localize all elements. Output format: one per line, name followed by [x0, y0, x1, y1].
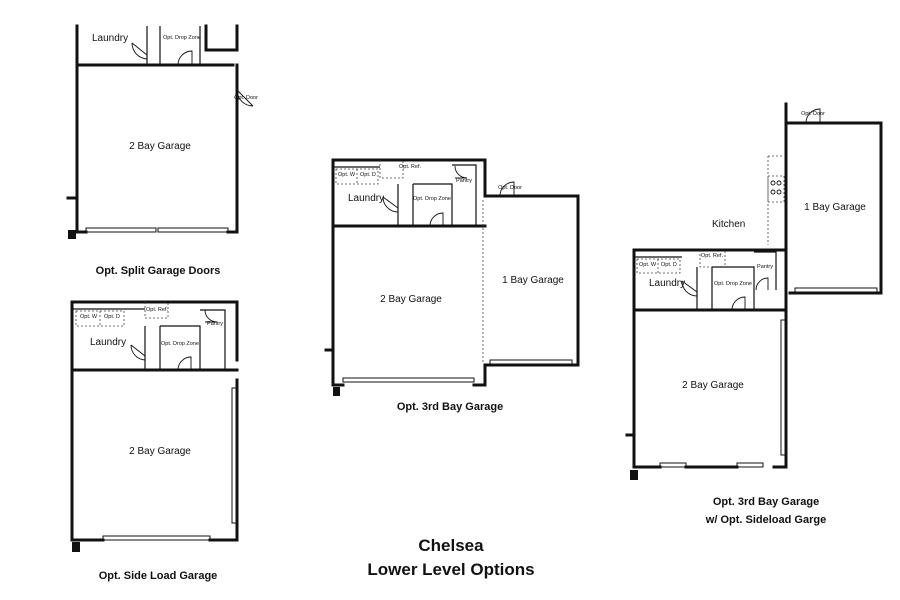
- bay3-drop-zone-label: Opt. Drop Zone: [413, 196, 451, 202]
- sideload-caption: Opt. Side Load Garage: [99, 570, 218, 582]
- bay3s-pantry-label: Pantry: [757, 264, 773, 270]
- split-garage-label: 2 Bay Garage: [129, 141, 191, 152]
- sideload-dryer-label: Opt. D: [104, 314, 120, 320]
- bay3s-drop-zone-label: Opt. Drop Zone: [714, 281, 752, 287]
- split-caption: Opt. Split Garage Doors: [96, 265, 221, 277]
- plan-split-garage-doors: Laundry Opt. Drop Zone Opt. Door 2 Bay G…: [66, 24, 258, 277]
- bay3-pantry-label: Pantry: [456, 178, 472, 184]
- split-laundry-label: Laundry: [92, 33, 128, 44]
- sideload-drop-zone-label: Opt. Drop Zone: [161, 341, 199, 347]
- sideload-washer-label: Opt. W: [80, 314, 98, 320]
- bay3s-washer-label: Opt. W: [639, 262, 657, 268]
- sideload-ref-label: Opt. Ref.: [146, 307, 168, 313]
- bay3-ref-label: Opt. Ref.: [399, 164, 421, 170]
- split-door-label: Opt. Door: [234, 95, 258, 101]
- bay3s-1bay-label: 1 Bay Garage: [804, 202, 866, 213]
- bay3-door-label: Opt. Door: [498, 185, 522, 191]
- sideload-pantry-label: Pantry: [207, 321, 223, 327]
- plan-side-load-garage: Opt. W Opt. D Opt. Ref. Laundry Opt. Dro…: [70, 300, 239, 582]
- bay3s-kitchen-label: Kitchen: [712, 219, 745, 230]
- bay3s-ref-label: Opt. Ref.: [701, 253, 723, 259]
- bay3s-laundry-label: Laundry: [649, 278, 685, 289]
- bay3s-caption-1: Opt. 3rd Bay Garage: [713, 496, 819, 508]
- bay3-washer-label: Opt. W: [338, 172, 356, 178]
- bay3-laundry-label: Laundry: [348, 193, 384, 204]
- bay3s-dryer-label: Opt. D: [661, 262, 677, 268]
- bay3-caption: Opt. 3rd Bay Garage: [397, 401, 503, 413]
- sideload-laundry-label: Laundry: [90, 337, 126, 348]
- bay3s-door-label: Opt. Door: [801, 111, 825, 117]
- plan-third-bay-garage: Opt. W Opt. D Opt. Ref. Laundry Opt. Dro…: [324, 158, 580, 413]
- bay3s-caption-2: w/ Opt. Sideload Garge: [705, 514, 826, 526]
- sideload-garage-label: 2 Bay Garage: [129, 446, 191, 457]
- bay3-2bay-label: 2 Bay Garage: [380, 294, 442, 305]
- bay3-dryer-label: Opt. D: [360, 172, 376, 178]
- sheet-subtitle: Lower Level Options: [367, 560, 534, 579]
- bay3s-2bay-label: 2 Bay Garage: [682, 380, 744, 391]
- sheet-title: Chelsea: [418, 536, 484, 555]
- plan-third-bay-sideload: Opt. W Opt. D Opt. Ref. Laundry Opt. Dro…: [625, 102, 883, 526]
- split-drop-zone-label: Opt. Drop Zone: [163, 35, 201, 41]
- bay3-1bay-label: 1 Bay Garage: [502, 275, 564, 286]
